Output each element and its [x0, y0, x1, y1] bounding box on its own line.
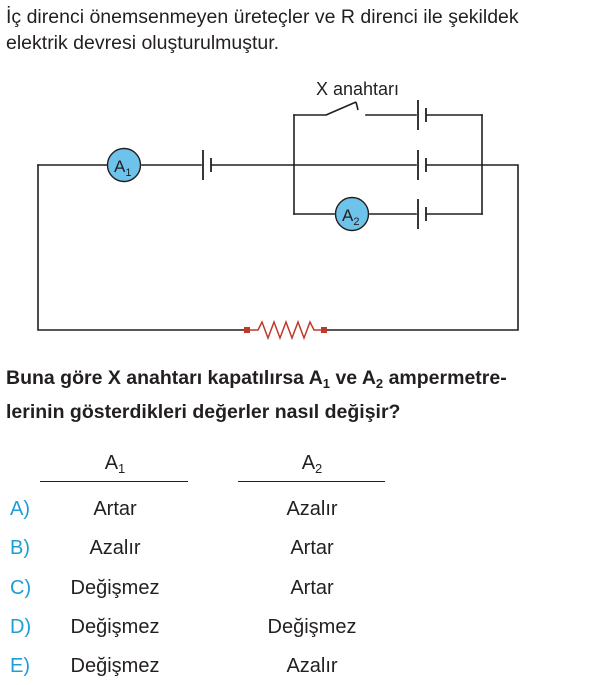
option-a1-value: Artar	[93, 498, 137, 520]
switch-x	[325, 101, 359, 116]
svg-text:A1: A1	[114, 157, 131, 179]
option-letter: B)	[10, 537, 30, 559]
battery-main	[202, 150, 212, 180]
intro-line-1: İç direnci önemsenmeyen üreteçler ve R d…	[6, 6, 519, 28]
option-a1-value: Azalır	[89, 537, 141, 559]
option-b[interactable]: B) Azalır Artar	[0, 537, 601, 567]
col-head-a2: A2	[301, 452, 323, 476]
ammeter-a1-letter: A	[114, 157, 126, 176]
option-a1-value: Değişmez	[70, 577, 160, 599]
svg-text:A2: A2	[342, 206, 359, 228]
question-line-1: Buna göre X anahtarı kapatılırsa A1 ve A…	[6, 367, 507, 391]
option-a1-value: Değişmez	[70, 655, 160, 677]
ammeter-a1-sub: 1	[125, 167, 131, 179]
option-e[interactable]: E) Değişmez Azalır	[0, 655, 601, 685]
battery-bottom	[417, 199, 427, 229]
question-line-2: lerinin gösterdikleri değerler nasıl değ…	[6, 401, 401, 423]
resistor-r	[244, 319, 327, 340]
intro-text: İç direnci önemsenmeyen üreteçler ve R d…	[6, 4, 596, 56]
col-rule-a2	[238, 481, 385, 482]
option-a2-value: Azalır	[286, 498, 338, 520]
wire-left	[37, 164, 245, 331]
ammeter-a2-letter: A	[342, 206, 354, 225]
option-a[interactable]: A) Artar Azalır	[0, 498, 601, 528]
option-letter: A)	[10, 498, 30, 520]
circuit-diagram: A1 A2 X anahtarı	[37, 79, 519, 340]
question-text: Buna göre X anahtarı kapatılırsa A1 ve A…	[6, 364, 596, 426]
option-d[interactable]: D) Değişmez Değişmez	[0, 616, 601, 646]
ammeter-a2-sub: 2	[353, 216, 359, 228]
col-head-a1: A1	[104, 452, 126, 476]
option-a2-value: Değişmez	[267, 616, 357, 638]
option-a2-value: Azalır	[286, 655, 338, 677]
col-rule-a1	[40, 481, 188, 482]
option-letter: E)	[10, 655, 30, 677]
ammeter-a2: A2	[334, 196, 370, 232]
option-letter: D)	[10, 616, 32, 638]
option-letter: C)	[10, 577, 32, 599]
intro-line-2: elektrik devresi oluşturulmuştur.	[6, 32, 280, 54]
battery-middle	[417, 150, 427, 180]
option-a1-value: Değişmez	[70, 616, 160, 638]
option-a2-value: Artar	[290, 577, 334, 599]
switch-label: X anahtarı	[316, 79, 399, 99]
answer-table: A1 A2 A) Artar Azalır B) Azalır Artar C)…	[0, 448, 601, 680]
wire-bottom-right	[326, 164, 519, 331]
ammeter-a1: A1	[106, 147, 142, 183]
option-c[interactable]: C) Değişmez Artar	[0, 577, 601, 607]
battery-top	[417, 100, 427, 130]
option-a2-value: Artar	[290, 537, 334, 559]
